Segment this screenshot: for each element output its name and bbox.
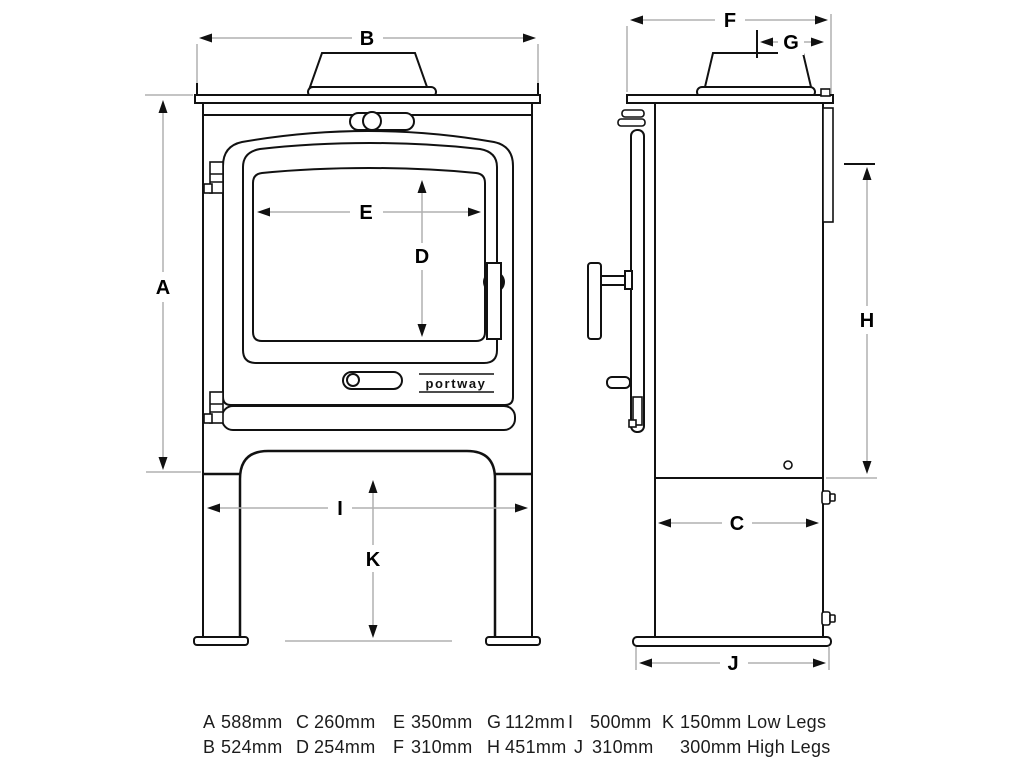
legend-key: C <box>296 712 309 732</box>
side-legs <box>632 477 836 647</box>
side-view <box>587 30 836 647</box>
legend-key: A <box>203 712 215 732</box>
legend-value: 254mm <box>314 737 376 757</box>
ext-F <box>626 14 832 94</box>
legend-key: B <box>203 737 215 757</box>
legend-value: 112mm <box>505 712 565 732</box>
dim-label-H: H <box>860 310 874 332</box>
legend-value: 524mm <box>221 737 283 757</box>
side-body <box>654 102 824 479</box>
legend-value: 451mm <box>505 737 567 757</box>
side-rear-shield <box>822 107 834 223</box>
legend-key: J <box>574 737 583 757</box>
front-air-slider <box>342 371 403 390</box>
front-door-hinge-top <box>203 161 224 194</box>
dimension-annotations: B A E D I K F G H C J <box>145 7 881 676</box>
side-door-handle <box>587 262 633 340</box>
front-top-plate <box>194 94 541 104</box>
legend-row-1: A 588mm C 260mm E 350mm G 112mm I 500mm … <box>203 712 826 732</box>
dim-label-I: I <box>337 498 343 520</box>
portway-logo-text: portway <box>425 376 486 391</box>
ext-A <box>145 94 201 473</box>
ext-B <box>196 44 539 84</box>
dim-labels: B A E D I K F G H C J <box>149 7 881 676</box>
legend: A 588mm C 260mm E 350mm G 112mm I 500mm … <box>203 712 831 757</box>
front-legs <box>193 449 541 646</box>
dim-label-D: D <box>415 246 429 268</box>
front-door-hinge-bottom <box>203 391 224 424</box>
side-top-plate-lip <box>820 88 831 97</box>
legend-value: 350mm <box>411 712 473 732</box>
legend-value: 310mm <box>592 737 654 757</box>
legend-key: F <box>393 737 404 757</box>
dim-label-F: F <box>724 10 736 32</box>
dim-label-G: G <box>783 32 799 54</box>
side-air-peg <box>606 376 631 389</box>
legend-value: 310mm <box>411 737 473 757</box>
dim-arrowheads <box>158 15 872 668</box>
front-door: portway <box>203 129 516 431</box>
legend-value: 150mm Low Legs <box>680 712 826 732</box>
side-foot <box>632 636 832 647</box>
legend-value: 300mm High Legs <box>680 737 831 757</box>
legend-key: I <box>568 712 573 732</box>
front-door-glass <box>252 166 486 342</box>
dim-label-J: J <box>727 653 738 675</box>
dim-label-B: B <box>360 28 374 50</box>
legend-key: E <box>393 712 405 732</box>
side-top-plate <box>626 94 834 104</box>
dim-label-K: K <box>366 549 381 571</box>
legend-key: D <box>296 737 309 757</box>
legend-value: 500mm <box>590 712 652 732</box>
front-left-foot <box>193 636 249 646</box>
side-body-bolt <box>783 460 793 470</box>
front-view: portway <box>193 52 541 646</box>
dim-label-A: A <box>156 277 170 299</box>
portway-logo: portway <box>419 373 494 393</box>
side-flue-collar <box>696 52 816 98</box>
front-flue-collar <box>307 52 437 98</box>
dim-label-E: E <box>359 202 372 224</box>
front-top-air-vent <box>349 111 415 131</box>
ext-J <box>635 647 830 670</box>
ext-B-ticks <box>196 83 539 96</box>
front-door-handle <box>483 262 505 340</box>
legend-row-2: B 524mm D 254mm F 310mm H 451mm J 310mm … <box>203 737 831 757</box>
legend-value: 588mm <box>221 712 283 732</box>
legend-key: H <box>487 737 500 757</box>
legend-key: K <box>662 712 674 732</box>
front-right-foot <box>485 636 541 646</box>
legend-key: G <box>487 712 501 732</box>
front-door-plinth <box>221 405 516 431</box>
dim-label-C: C <box>730 513 744 535</box>
legend-value: 260mm <box>314 712 376 732</box>
